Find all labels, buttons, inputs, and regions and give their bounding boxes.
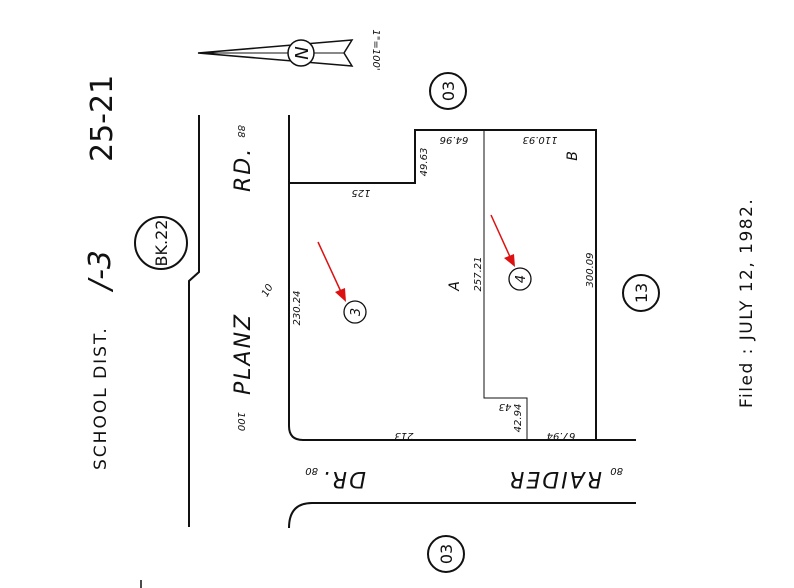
block-number-right: 13 [632,283,651,303]
parcel-4-label: 4 [514,275,529,283]
dimension-42-94: 42.94 [513,404,524,433]
planz-road-lines [188,115,636,527]
parcel-3-circle: 3 [343,300,367,324]
planz-road-width-top: 88 [235,125,246,138]
dimension-125: 125 [351,187,370,198]
parcel-boundaries [289,129,597,440]
book-circle: BK.22 [134,216,188,270]
dimension-230-24: 230.24 [292,291,303,326]
school-district-label: SCHOOL DIST. [91,326,111,470]
block-circle-top-right: 03 [429,72,467,110]
dimension-10: 10 [260,282,276,299]
parcel-4-circle: 4 [508,267,532,291]
parcel-3-arrow-icon [317,241,346,302]
raider-dr-name: RAIDER [507,466,602,491]
north-label: N [292,46,313,59]
map-code-label: 25-21 [85,75,120,162]
parcel-4-arrow-icon [490,214,515,267]
planz-road-name: PLANZ [231,313,256,395]
school-district-number: /-3 [83,250,118,293]
dimension-43: 43 [499,401,512,412]
dimension-110-93: 110.93 [523,134,558,145]
parcel-3-label: 3 [349,308,364,316]
dimension-300-09: 300.09 [585,253,596,288]
dimension-213: 213 [394,430,413,441]
filed-date-label: Filed : JULY 12, 1982. [737,198,757,408]
raider-dr-suffix: DR. [321,466,366,491]
book-number-label: BK.22 [152,220,171,267]
raider-dr-width-left: 80 [305,465,318,476]
raider-road-lines [288,502,636,529]
planz-road-width-bottom: 100 [235,412,246,431]
block-circle-right: 13 [622,274,660,312]
dimension-64-96: 64.96 [440,134,469,145]
parcel-internal-lines [483,130,528,440]
planz-road-suffix: RD. [231,147,256,192]
block-number-bottom-left: 03 [437,544,456,564]
parcel-a-label: A [447,281,463,292]
north-arrow-icon: N [197,39,354,67]
scale-label: 1"=100' [370,29,381,70]
block-circle-bottom-left: 03 [427,535,465,573]
dimension-67-94: 67.94 [547,430,576,441]
raider-dr-width-right: 80 [610,465,623,476]
dimension-49-63: 49.63 [419,148,430,177]
block-number-top-right: 03 [439,81,458,101]
parcel-b-label: B [565,151,581,161]
dimension-257-21: 257.21 [473,257,484,292]
